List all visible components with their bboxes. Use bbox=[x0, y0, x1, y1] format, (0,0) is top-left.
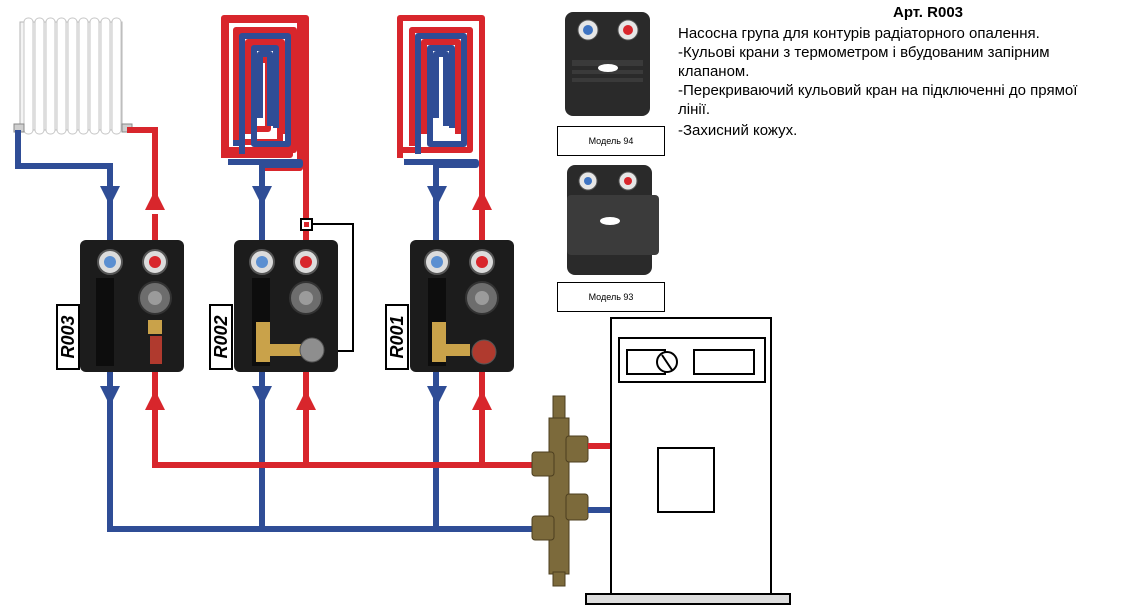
flow-arrows-top bbox=[100, 186, 492, 210]
radiator-supply-pipe bbox=[127, 127, 158, 208]
pump-group-r001 bbox=[410, 240, 514, 372]
boiler-icon bbox=[585, 317, 791, 605]
group-name-r001: R001 bbox=[387, 315, 407, 358]
radiator-return-pipe bbox=[15, 130, 113, 188]
product-image-model-94 bbox=[565, 12, 650, 116]
floor-heating-coil-right-tubes bbox=[397, 15, 485, 202]
article-title: Арт. R003 bbox=[892, 4, 964, 21]
boiler-connection-pipes bbox=[588, 443, 612, 513]
hydraulic-separator bbox=[531, 395, 589, 587]
upper-pipes bbox=[107, 186, 485, 240]
model-93-label: Модель 93 bbox=[557, 282, 665, 312]
group-label-r003: R003 bbox=[56, 304, 80, 370]
radiator-icon bbox=[13, 17, 133, 135]
description-line-4: -Перекриваючий кульовий кран на підключе… bbox=[678, 82, 1078, 99]
description-line-2: -Кульові крани з термометром і вбудовани… bbox=[678, 44, 1050, 61]
description-line-1: Насосна група для контурів радіаторного … bbox=[678, 25, 1040, 42]
description-line-5: лінії. bbox=[678, 101, 711, 118]
product-image-model-93 bbox=[567, 165, 659, 275]
flow-arrows-bottom bbox=[100, 386, 492, 410]
group-name-r002: R002 bbox=[211, 315, 231, 358]
model-94-label: Модель 94 bbox=[557, 126, 665, 156]
floor-heating-coil-middle-tubes bbox=[221, 15, 309, 202]
pump-group-r003 bbox=[80, 240, 184, 372]
pump-group-r002 bbox=[234, 240, 338, 372]
lower-pipes bbox=[107, 372, 540, 532]
description-line-6: -Захисний кожух. bbox=[678, 122, 798, 139]
group-name-r003: R003 bbox=[58, 315, 78, 358]
description-line-3: клапаном. bbox=[678, 63, 750, 80]
group-label-r001: R001 bbox=[385, 304, 409, 370]
group-label-r002: R002 bbox=[209, 304, 233, 370]
